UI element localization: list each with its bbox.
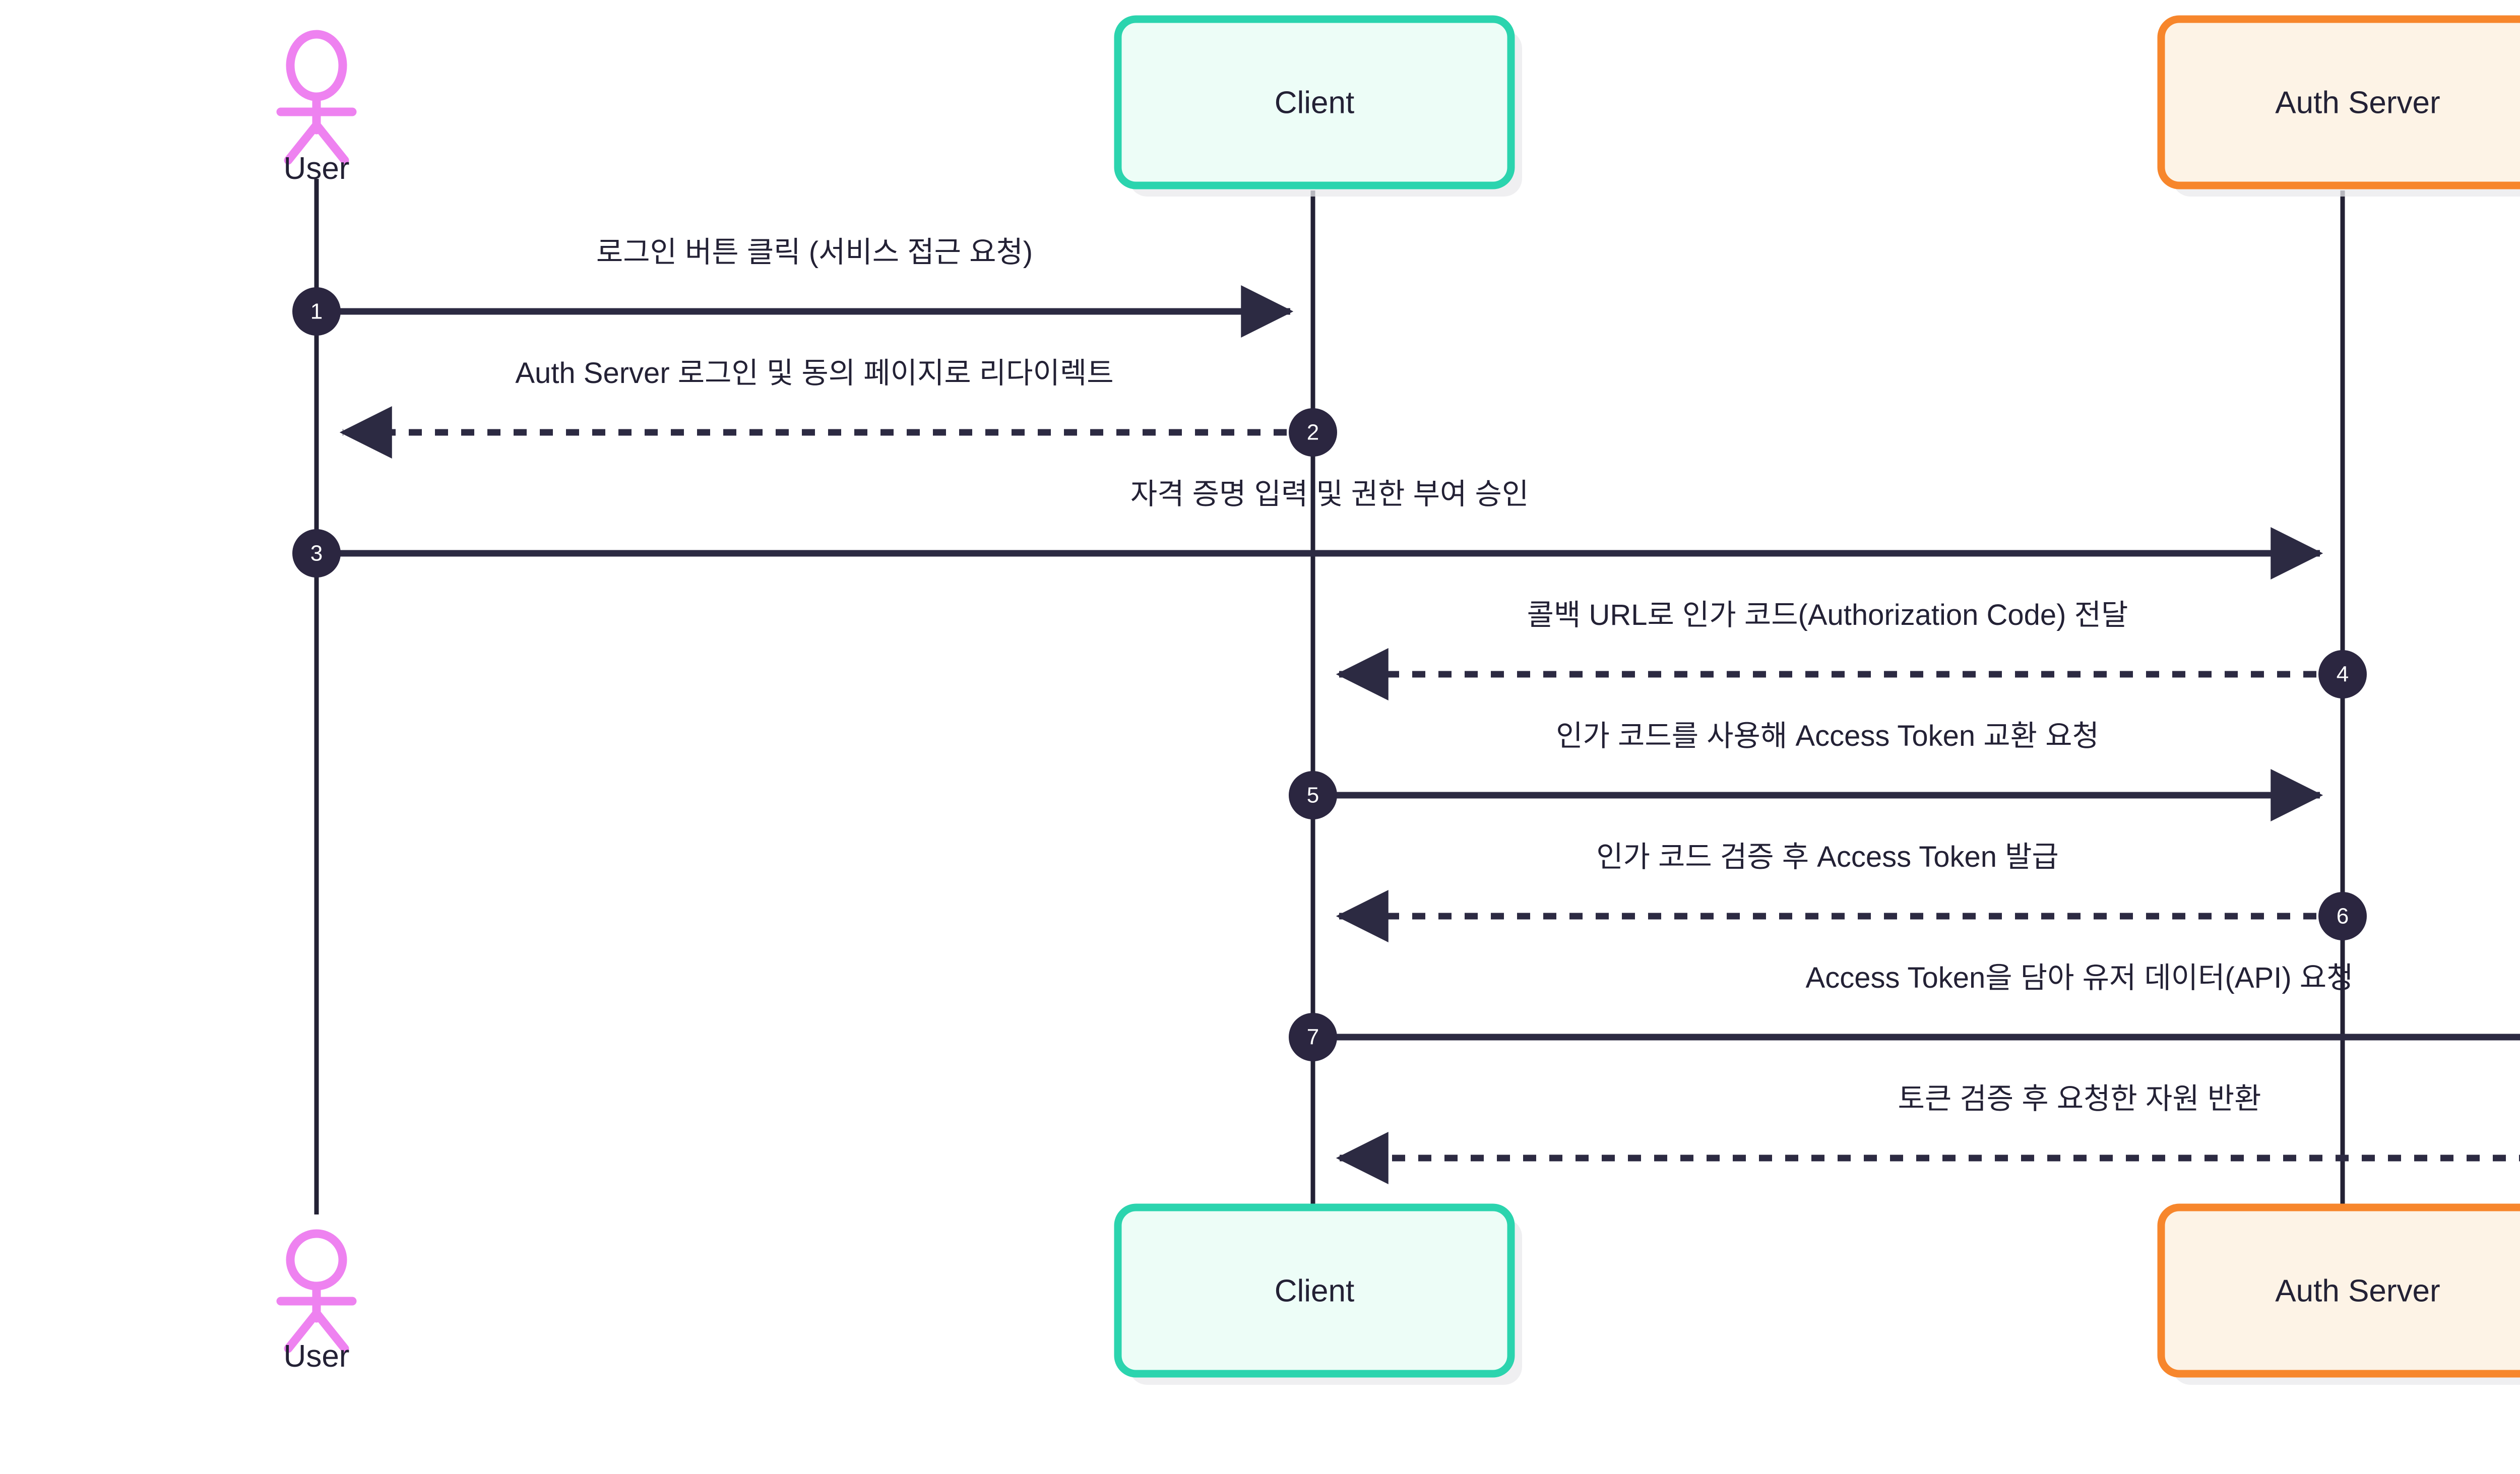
message-2-label: Auth Server 로그인 및 동의 페이지로 리다이렉트	[515, 357, 1113, 390]
participant-label-client-bottom: Client	[1275, 1273, 1355, 1308]
actor-label-user-bottom: User	[284, 1339, 350, 1374]
message-4-number: 4	[2337, 662, 2349, 687]
message-7-badge	[1289, 1013, 1337, 1061]
message-6-label: 인가 코드 검증 후 Access Token 발급	[1596, 841, 2059, 873]
actor-label-user-top: User	[284, 151, 350, 186]
message-2-badge	[1289, 408, 1337, 457]
message-1-badge	[292, 287, 341, 336]
participant-box-client-bottom[interactable]	[1114, 1203, 1515, 1378]
message-5-label: 인가 코드를 사용해 Access Token 교환 요청	[1556, 720, 2099, 752]
message-7-label: Access Token을 담아 유저 데이터(API) 요청	[1806, 962, 2354, 994]
participant-label-auth-top: Auth Server	[2275, 85, 2440, 120]
message-3-label: 자격 증명 입력 및 권한 부여 승인	[1130, 478, 1529, 510]
message-8-label: 토큰 검증 후 요청한 자원 반환	[1898, 1082, 2261, 1115]
message-3[interactable]: 자격 증명 입력 및 권한 부여 승인 3	[292, 478, 2323, 580]
message-8[interactable]: 토큰 검증 후 요청한 자원 반환 8	[1336, 1082, 2520, 1184]
message-2[interactable]: Auth Server 로그인 및 동의 페이지로 리다이렉트 2	[339, 357, 1337, 459]
participant-box-auth-bottom[interactable]	[2157, 1203, 2520, 1378]
message-1[interactable]: 로그인 버튼 클릭 (서비스 접근 요청) 1	[292, 236, 1294, 338]
message-5[interactable]: 인가 코드를 사용해 Access Token 교환 요청 5	[1289, 720, 2323, 821]
message-6[interactable]: 인가 코드 검증 후 Access Token 발급 6	[1336, 841, 2367, 942]
message-1-number: 1	[310, 299, 323, 324]
participant-label-client-top: Client	[1275, 85, 1355, 120]
message-6-number: 6	[2337, 904, 2349, 929]
message-2-number: 2	[1307, 420, 1319, 445]
message-6-badge	[2318, 892, 2367, 940]
message-7-number: 7	[1307, 1025, 1319, 1050]
message-4-label: 콜백 URL로 인가 코드(Authorization Code) 전달	[1527, 599, 2128, 631]
actor-user-top[interactable]: User	[276, 30, 357, 186]
participant-box-client-top[interactable]	[1114, 15, 1515, 189]
lifelines-group	[314, 179, 2345, 1214]
message-5-badge	[1289, 771, 1337, 819]
participant-boxes-bottom: Client Auth Server Resource Server	[1114, 1203, 2520, 1385]
message-1-label: 로그인 버튼 클릭 (서비스 접근 요청)	[596, 236, 1033, 269]
user-stick-figure-icon-bottom	[276, 1229, 357, 1353]
message-4-badge	[2318, 650, 2367, 698]
participant-boxes-top: Client Auth Server Resource Server	[1114, 15, 2520, 197]
participant-label-auth-bottom: Auth Server	[2275, 1273, 2440, 1308]
participant-box-auth-top[interactable]	[2157, 15, 2520, 189]
message-7[interactable]: Access Token을 담아 유저 데이터(API) 요청 7	[1289, 962, 2520, 1061]
actor-user-bottom[interactable]: User	[276, 1229, 357, 1374]
message-4[interactable]: 콜백 URL로 인가 코드(Authorization Code) 전달 4	[1336, 599, 2367, 700]
message-5-number: 5	[1307, 783, 1319, 808]
message-3-number: 3	[310, 541, 323, 566]
message-3-badge	[292, 529, 341, 578]
user-stick-figure-icon	[276, 30, 357, 165]
